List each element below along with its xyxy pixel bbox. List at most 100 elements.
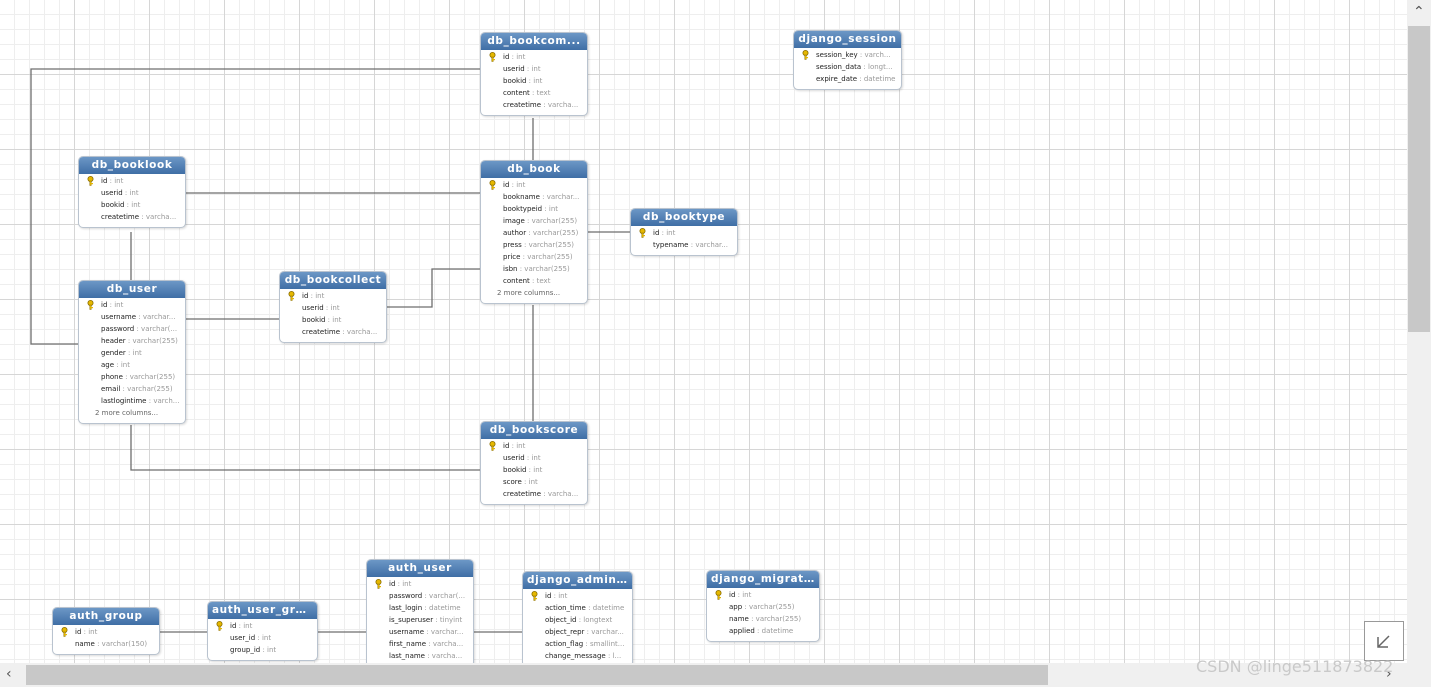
column-row[interactable]: userid : int — [280, 302, 386, 314]
column-row[interactable]: lastlogintime : varch... — [79, 395, 185, 407]
column-row[interactable]: change_message : l... — [523, 650, 632, 662]
relation-line-db-bookscore-to-db-user[interactable] — [130, 425, 480, 471]
column-row[interactable]: object_repr : varchar... — [523, 626, 632, 638]
column-row[interactable]: gender : int — [79, 347, 185, 359]
column-row[interactable]: booktypeid : int — [481, 203, 587, 215]
column-row[interactable]: score : int — [481, 476, 587, 488]
more-columns-link[interactable]: 2 more columns... — [95, 409, 159, 417]
column-row[interactable]: bookid : int — [481, 464, 587, 476]
column-row[interactable]: press : varchar(255) — [481, 239, 587, 251]
column-row[interactable]: last_name : varcha... — [367, 650, 473, 662]
column-row[interactable]: username : varchar... — [79, 311, 185, 323]
column-row[interactable]: id : int — [53, 626, 159, 638]
column-row[interactable]: content : text — [481, 275, 587, 287]
column-row[interactable]: id : int — [481, 179, 587, 191]
column-row[interactable]: bookname : varchar... — [481, 191, 587, 203]
column-row[interactable]: id : int — [631, 227, 737, 239]
column-row[interactable]: age : int — [79, 359, 185, 371]
column-row[interactable]: createtime : varcha... — [481, 488, 587, 500]
column-row[interactable]: session_data : longt... — [794, 61, 901, 73]
column-row[interactable]: first_name : varcha... — [367, 638, 473, 650]
column-row[interactable]: createtime : varcha... — [280, 326, 386, 338]
column-row[interactable]: action_flag : smallint... — [523, 638, 632, 650]
table-title[interactable]: django_admin... — [523, 572, 632, 589]
column-row[interactable]: session_key : varch... — [794, 49, 901, 61]
column-row[interactable]: content : text — [481, 87, 587, 99]
column-row[interactable]: object_id : longtext — [523, 614, 632, 626]
column-row[interactable]: id : int — [208, 620, 317, 632]
column-row[interactable]: bookid : int — [280, 314, 386, 326]
horizontal-scrollbar[interactable]: ‹ › — [0, 663, 1407, 687]
column-row[interactable]: userid : int — [481, 63, 587, 75]
column-row[interactable]: userid : int — [79, 187, 185, 199]
column-row[interactable]: phone : varchar(255) — [79, 371, 185, 383]
column-row[interactable]: id : int — [481, 440, 587, 452]
column-row[interactable]: group_id : int — [208, 644, 317, 656]
column-row[interactable]: last_login : datetime — [367, 602, 473, 614]
column-row[interactable]: password : varchar(... — [79, 323, 185, 335]
horizontal-scroll-thumb[interactable] — [26, 665, 1048, 685]
column-row[interactable]: action_time : datetime — [523, 602, 632, 614]
chevron-up-icon[interactable]: ⌃ — [1413, 4, 1425, 20]
zoom-fit-button[interactable] — [1364, 621, 1404, 661]
relation-line-db-bookcollect-to-db-book[interactable] — [386, 268, 480, 308]
table-title[interactable]: db_booktype — [631, 209, 737, 226]
column-row[interactable]: id : int — [481, 51, 587, 63]
chevron-left-icon[interactable]: ‹ — [6, 666, 12, 682]
column-row[interactable]: author : varchar(255) — [481, 227, 587, 239]
column-row[interactable]: createtime : varcha... — [481, 99, 587, 111]
table-title[interactable]: auth_user — [367, 560, 473, 577]
table-title[interactable]: db_booklook — [79, 157, 185, 174]
relation-line-db-bookcomment-to-db-user[interactable] — [30, 68, 480, 345]
vertical-scroll-thumb[interactable] — [1408, 26, 1430, 332]
column-row[interactable]: app : varchar(255) — [707, 601, 819, 613]
column-row[interactable]: id : int — [79, 175, 185, 187]
table-title[interactable]: db_bookscore — [481, 422, 587, 439]
column-row[interactable]: is_superuser : tinyint — [367, 614, 473, 626]
column-row[interactable]: name : varchar(255) — [707, 613, 819, 625]
table-title[interactable]: auth_user_gro... — [208, 602, 317, 619]
column-row[interactable]: id : int — [707, 589, 819, 601]
table-title[interactable]: db_book — [481, 161, 587, 178]
column-row[interactable]: id : int — [79, 299, 185, 311]
column-row[interactable]: createtime : varcha... — [79, 211, 185, 223]
column-row[interactable]: image : varchar(255) — [481, 215, 587, 227]
column-row[interactable]: name : varchar(150) — [53, 638, 159, 650]
column-row[interactable]: bookid : int — [481, 75, 587, 87]
table-title[interactable]: db_bookcollect — [280, 272, 386, 289]
column-row[interactable]: username : varchar... — [367, 626, 473, 638]
column-row[interactable]: typename : varchar... — [631, 239, 737, 251]
column-row[interactable]: user_id : int — [208, 632, 317, 644]
table-title[interactable]: db_user — [79, 281, 185, 298]
table-title[interactable]: auth_group — [53, 608, 159, 625]
column-row[interactable]: expire_date : datetime — [794, 73, 901, 85]
column-row[interactable]: applied : datetime — [707, 625, 819, 637]
column-row[interactable]: isbn : varchar(255) — [481, 263, 587, 275]
chevron-right-icon[interactable]: › — [1386, 666, 1392, 682]
column-row[interactable]: userid : int — [481, 452, 587, 464]
column-row[interactable]: email : varchar(255) — [79, 383, 185, 395]
column-row[interactable]: password : varchar(... — [367, 590, 473, 602]
column-row[interactable]: id : int — [280, 290, 386, 302]
column-row[interactable]: price : varchar(255) — [481, 251, 587, 263]
table-title[interactable]: django_migrat... — [707, 571, 819, 588]
table-title[interactable]: django_session — [794, 31, 901, 48]
column-row[interactable]: id : int — [367, 578, 473, 590]
column-row[interactable]: header : varchar(255) — [79, 335, 185, 347]
column-row[interactable]: id : int — [523, 590, 632, 602]
more-columns-link[interactable]: 2 more columns... — [497, 289, 561, 297]
column-row[interactable]: bookid : int — [79, 199, 185, 211]
